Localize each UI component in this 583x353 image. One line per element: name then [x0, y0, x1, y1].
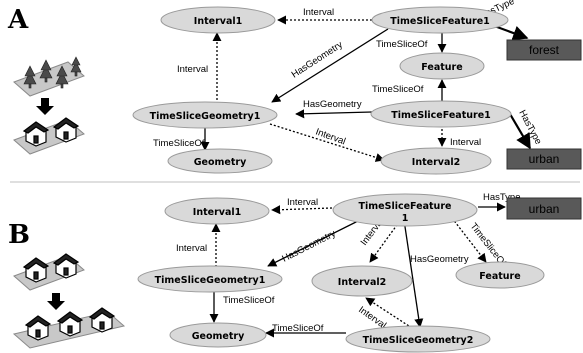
edge-b-tsg2-interval2 [365, 297, 413, 329]
node-a-timeslicefeature1-b: TimeSliceFeature1 [370, 100, 512, 128]
label-b-tsf-hastype: HasType [483, 192, 521, 203]
node-b-feature: Feature [455, 261, 545, 289]
edge-b-tsf-interval1 [271, 205, 333, 215]
svg-text:Interval1: Interval1 [194, 16, 242, 27]
svg-text:TimeSliceGeometry2: TimeSliceGeometry2 [363, 335, 474, 346]
label-a-tsf2-hastype: HasType [516, 108, 543, 146]
type-b-urban: urban [506, 197, 582, 220]
house-tile-icon [13, 253, 85, 291]
svg-text:TimeSliceFeature1: TimeSliceFeature1 [390, 16, 490, 27]
node-b-geometry: Geometry [169, 322, 267, 348]
svg-text:Geometry: Geometry [194, 157, 247, 168]
label-a-tsg1-interval2: Interval [314, 126, 347, 147]
svg-text:1: 1 [402, 213, 409, 224]
edge-a-tsf2-tsg1 [295, 109, 373, 119]
node-a-interval1: Interval1 [160, 6, 276, 34]
svg-text:Geometry: Geometry [192, 331, 245, 342]
house-tile-icon [13, 117, 85, 155]
node-b-timeslicegeometry2: TimeSliceGeometry2 [345, 325, 491, 353]
label-b-tsf-hasgeometry2: HasGeometry [410, 254, 469, 265]
node-b-interval1: Interval1 [164, 197, 270, 225]
label-a-tsg1-timesliceof: TimeSliceOf [153, 138, 205, 149]
svg-text:Interval2: Interval2 [338, 277, 386, 288]
svg-text:TimeSliceGeometry1: TimeSliceGeometry1 [155, 275, 266, 286]
label-b-tsf-timesliceof: TimeSliceOf [468, 221, 509, 269]
svg-text:Interval2: Interval2 [412, 157, 460, 168]
label-a-tsf2-timesliceof: TimeSliceOf [372, 84, 424, 95]
node-a-geometry: Geometry [167, 148, 273, 174]
edge-b-tsf-tsg2 [403, 219, 424, 328]
svg-text:TimeSliceFeature1: TimeSliceFeature1 [391, 110, 491, 121]
label-b-tsg1-interval: Interval [176, 243, 207, 254]
label-a-tsf2-hasgeometry: HasGeometry [303, 99, 362, 110]
type-a-urban: urban [506, 148, 582, 170]
node-b-timeslicegeometry1: TimeSliceGeometry1 [137, 265, 283, 293]
svg-text:TimeSliceGeometry1: TimeSliceGeometry1 [150, 111, 261, 122]
label-b-tsg1-timesliceof: TimeSliceOf [223, 295, 275, 306]
label-b-tsf-hasgeometry1: HasGeometry [280, 228, 337, 265]
forest-tile-icon [13, 56, 85, 97]
label-a-tsf1-hasgeometry: HasGeometry [290, 39, 345, 80]
down-arrow-icon [47, 293, 65, 310]
svg-text:forest: forest [529, 43, 560, 57]
node-a-interval2: Interval2 [380, 147, 492, 175]
svg-text:TimeSliceFeature: TimeSliceFeature [359, 201, 452, 212]
node-a-timeslicegeometry1: TimeSliceGeometry1 [132, 101, 278, 129]
svg-text:Feature: Feature [421, 62, 462, 73]
node-b-interval2: Interval2 [311, 265, 413, 297]
edge-b-tsf-tsg1 [267, 215, 369, 267]
svg-text:Feature: Feature [479, 271, 520, 282]
edge-a-tsf1-tsg1 [271, 28, 389, 103]
node-a-feature: Feature [399, 52, 485, 80]
label-a-tsf1-interval: Interval [303, 7, 334, 18]
down-arrow-icon [36, 98, 54, 115]
svg-text:urban: urban [529, 152, 560, 166]
svg-text:Interval1: Interval1 [193, 207, 241, 218]
type-a-forest: forest [506, 39, 582, 61]
label-a-tsf1-timesliceof: TimeSliceOf [376, 39, 428, 50]
label-b-tsg2-timesliceof: TimeSliceOf [272, 323, 324, 334]
label-a-tsg1-interval: Interval [177, 64, 208, 75]
svg-text:urban: urban [529, 202, 560, 216]
node-b-timeslicefeature1: TimeSliceFeature 1 [332, 193, 478, 227]
edge-b-tsf-feature [451, 217, 487, 263]
edge-a-tsf2-urban [509, 113, 531, 150]
label-a-tsf2-interval: Interval [450, 137, 481, 148]
node-a-timeslicefeature1: TimeSliceFeature1 [371, 6, 509, 34]
panel-b-letter: B [8, 220, 30, 250]
label-b-tsf-interval: Interval [287, 197, 318, 208]
house-tile-icon [12, 307, 126, 349]
panel-a-letter: A [7, 5, 29, 35]
